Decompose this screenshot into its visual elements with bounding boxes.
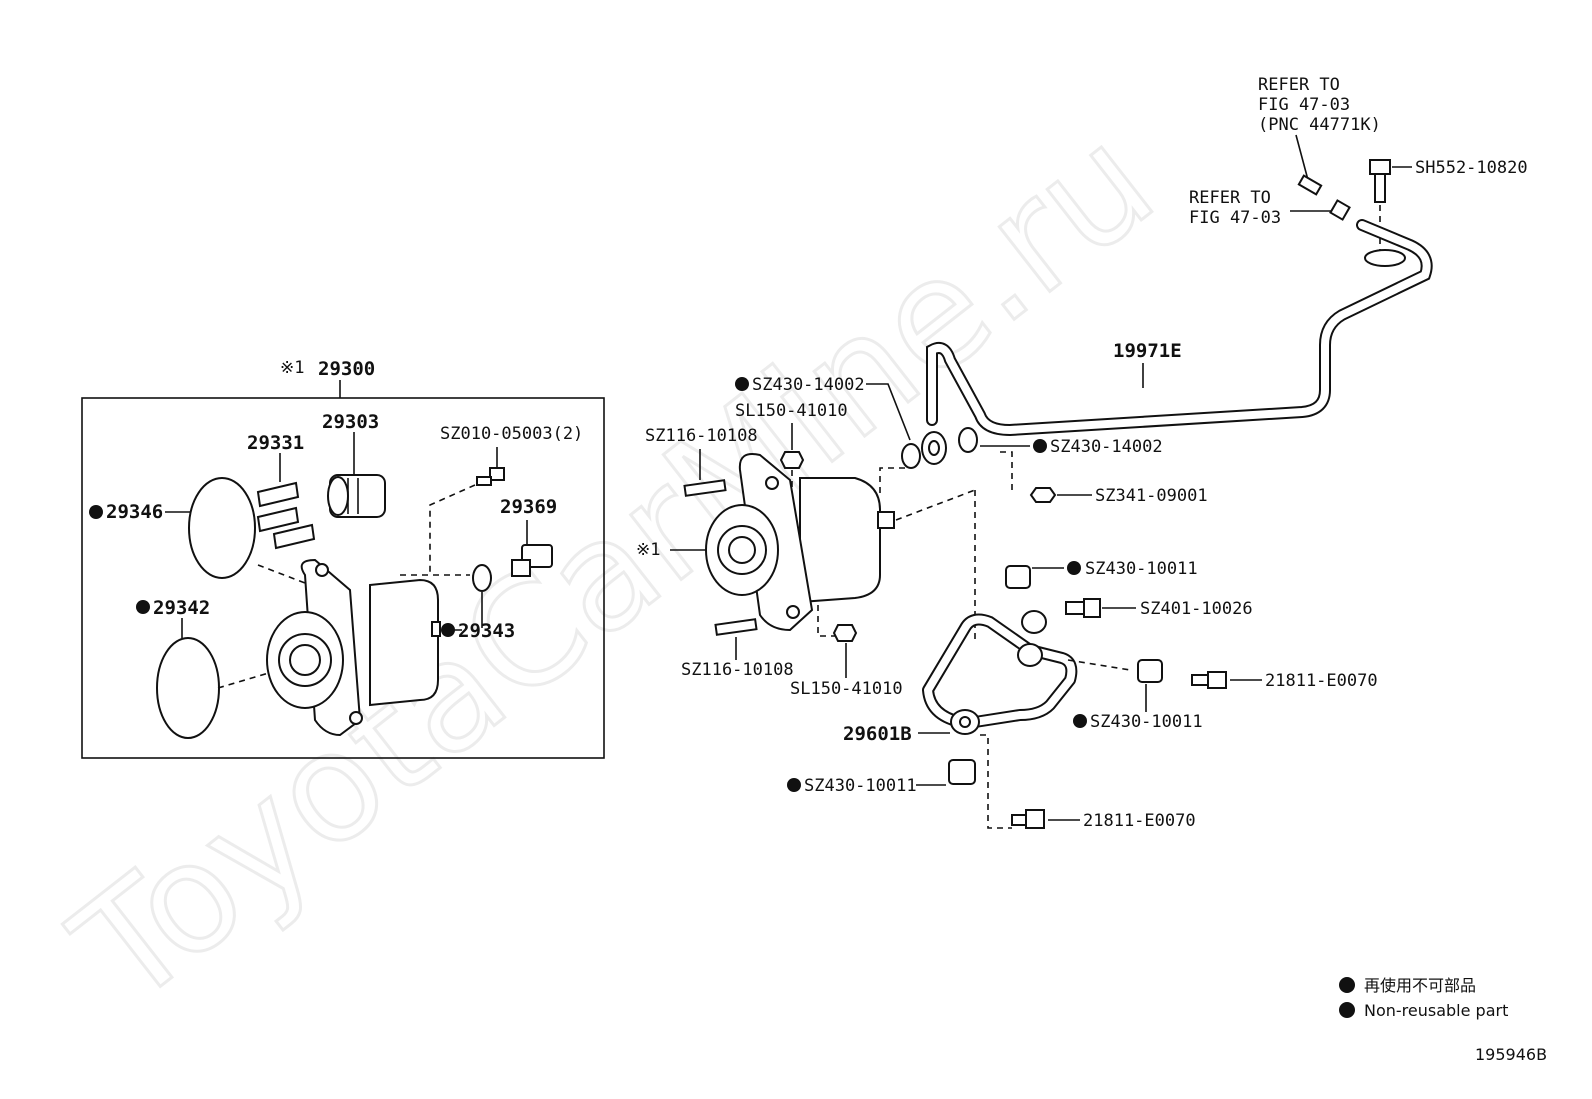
label-sz430-10011-b: SZ430-10011 [1090,712,1203,732]
gasket-e [948,759,976,785]
gasket-a [901,443,921,469]
refer-top-line2: FIG 47-03 [1258,95,1350,115]
label-sz116-top: SZ116-10108 [645,426,758,446]
nonreusable-dot [1033,439,1047,453]
nut-sz341 [1029,487,1057,503]
label-sz430-10011-c: SZ430-10011 [804,776,917,796]
label-29303: 29303 [322,411,379,433]
label-sz430-14002-a: SZ430-14002 [752,375,865,395]
stud-bottom [714,618,758,636]
nonreusable-dot [136,600,150,614]
label-sz010: SZ010-05003(2) [440,424,583,444]
nonreusable-dot [441,623,455,637]
label-29346: 29346 [106,501,163,523]
nonreusable-dot [735,377,749,391]
figure-id: 195946B [1475,1045,1547,1064]
label-sl150-top: SL150-41010 [735,401,848,421]
label-29601b: 29601B [843,723,912,745]
label-sz341: SZ341-09001 [1095,486,1208,506]
legend: 再使用不可部品 Non-reusable part [1339,976,1508,1020]
refer-top-line3: (PNC 44771K) [1258,115,1381,135]
nut-sl150-top [779,451,805,469]
label-sz430-14002-b: SZ430-14002 [1050,437,1163,457]
gasket-b [958,427,978,453]
union-bolt-a [1191,671,1227,689]
legend-dot-jp [1339,977,1355,993]
assembly-part-number: 29300 [318,358,375,380]
refer-mid-line2: FIG 47-03 [1189,208,1281,228]
oring-29346 [188,477,256,579]
assembly-box [81,397,605,759]
rotor-29303 [327,432,386,518]
assembly-symbol: ※1 [280,358,304,378]
nonreusable-dot [1067,561,1081,575]
bolt-sz010 [476,467,505,486]
label-19971e: 19971E [1113,340,1182,362]
union-bolt-b [1011,809,1045,829]
valve-29369 [511,544,553,577]
legend-en: Non-reusable part [1364,1001,1508,1020]
bolt-sh552 [1369,159,1391,203]
legend-dot-en [1339,1002,1355,1018]
refer-mid-line1: REFER TO [1189,188,1271,208]
right-assembly: REFER TO FIG 47-03 (PNC 44771K) REFER TO… [636,75,1528,831]
gasket-29343 [472,564,492,592]
bolt-sz401 [1065,598,1101,618]
label-29331: 29331 [247,432,304,454]
vacuum-pump-body-left [266,558,441,737]
label-29342: 29342 [153,597,210,619]
nonreusable-dot [1073,714,1087,728]
label-sz401: SZ401-10026 [1140,599,1253,619]
vacuum-pipe-19971e [921,219,1433,465]
label-29343: 29343 [458,620,515,642]
nonreusable-dot [89,505,103,519]
label-sz116-bottom: SZ116-10108 [681,660,794,680]
assembly-group: ※1 29300 29303 29331 29346 29342 [81,358,605,759]
vanes-29331 [256,453,316,550]
label-21811-e0070-b: 21811-E0070 [1083,811,1196,831]
clip [1329,199,1351,221]
nut-sl150-bottom [832,624,858,642]
label-sl150-bottom: SL150-41010 [790,679,903,699]
legend-jp: 再使用不可部品 [1364,976,1476,995]
gasket-c [1005,565,1031,589]
pipe-29601b [922,610,1078,735]
label-29369: 29369 [500,496,557,518]
label-sh552: SH552-10820 [1415,158,1528,178]
refer-top-line1: REFER TO [1258,75,1340,95]
vacuum-pump-body-right [705,453,895,632]
nonreusable-dot [787,778,801,792]
gasket-d [1137,659,1163,683]
label-ref1: ※1 [636,540,660,560]
label-sz430-10011-a: SZ430-10011 [1085,559,1198,579]
label-21811-e0070-a: 21811-E0070 [1265,671,1378,691]
hose-end [1297,174,1323,196]
stud-top [683,479,727,497]
oring-29342 [156,637,220,739]
